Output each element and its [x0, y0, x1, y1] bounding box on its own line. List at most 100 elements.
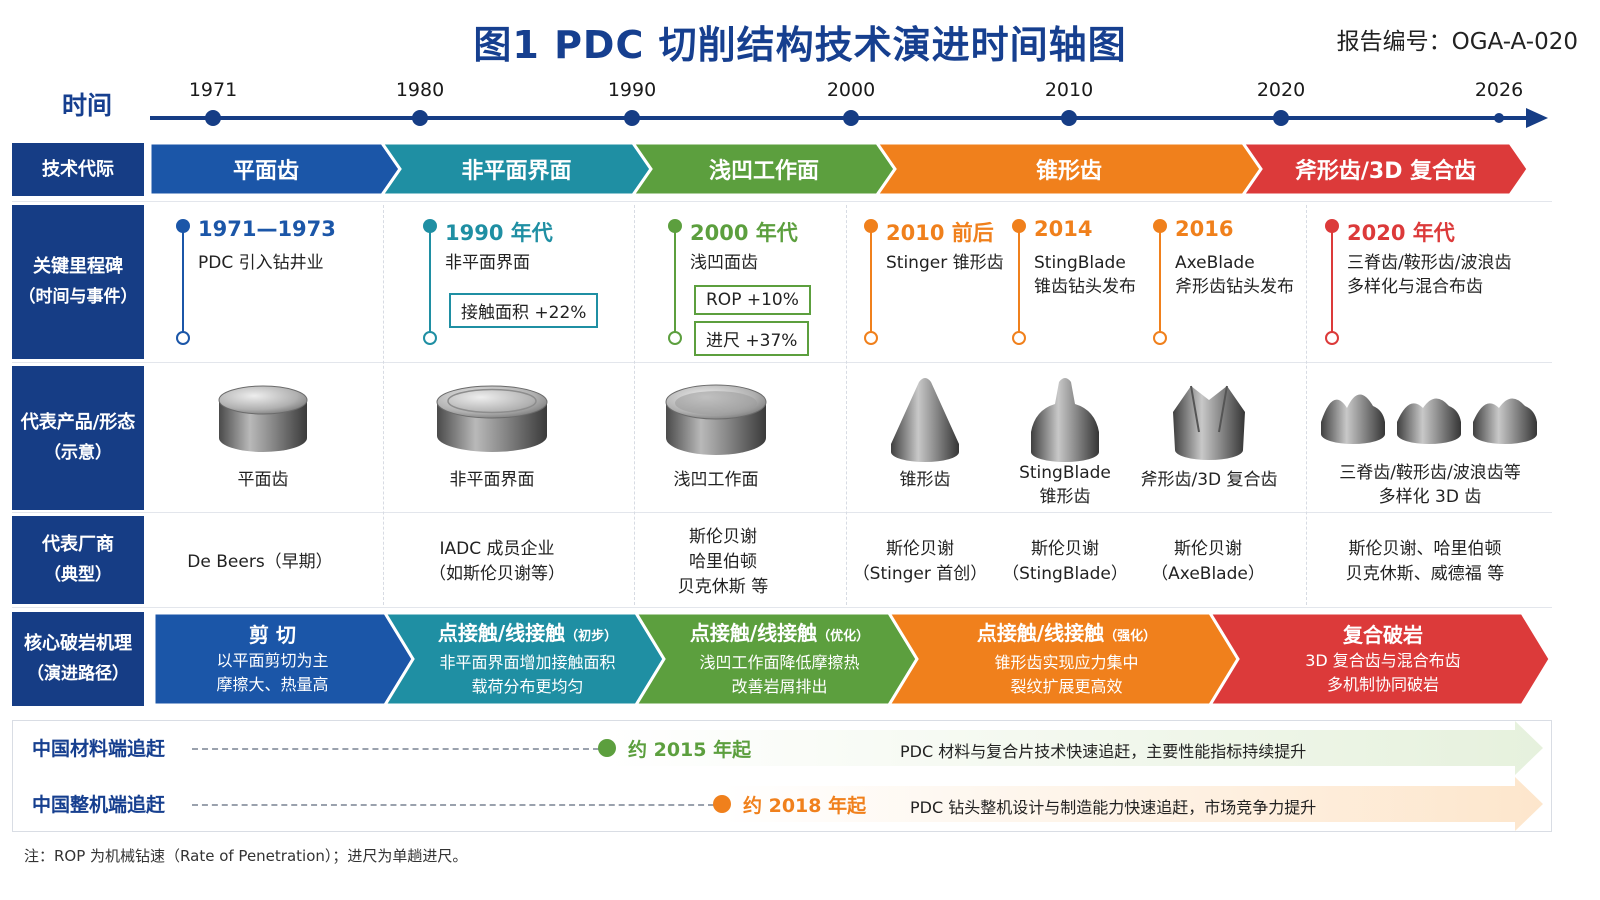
mechanism-title-sub: （初步）	[565, 629, 618, 644]
milestone-end-ring	[1325, 331, 1339, 345]
era-chevrons	[150, 143, 1530, 195]
vendor-text: （Stinger 首创）	[852, 564, 988, 584]
column-separator	[634, 205, 635, 605]
vendor-text: 哈里伯顿	[689, 551, 757, 572]
row-header-milestone-line2: （时间与事件）	[18, 287, 138, 307]
row-separator	[12, 362, 1552, 363]
column-separator	[846, 205, 847, 605]
mechanism-title: 剪 切	[249, 621, 296, 649]
column-separator	[1306, 205, 1307, 605]
catchup-start-label: 约 2015 年起	[628, 739, 752, 761]
timeline-tick	[1273, 110, 1289, 126]
vendor-text: 斯伦贝谢、哈里伯顿	[1348, 539, 1502, 559]
milestone-badge: ROP +10%	[694, 285, 811, 315]
mechanism-stage: 点接触/线接触（强化）锥形齿实现应力集中裂纹扩展更高效	[917, 613, 1216, 705]
milestone-end-ring	[423, 331, 437, 345]
vendor-text: 贝克休斯、威德福 等	[1345, 564, 1505, 584]
timeline-tick	[412, 110, 428, 126]
mechanism-line: 非平面界面增加接触面积	[439, 653, 616, 672]
product-caption: 斧形齿/3D 复合齿	[1140, 470, 1278, 490]
catchup-arrow	[722, 777, 1543, 831]
era-label: 斧形齿/3D 复合齿	[1294, 159, 1477, 184]
milestone-date: 2010 前后	[886, 221, 994, 245]
catchup-start-dot	[598, 739, 616, 757]
cutter-face	[218, 385, 308, 415]
milestone-dot	[668, 219, 682, 233]
catchup-arrow-shape	[607, 721, 1543, 775]
mechanism-title: 点接触/线接触（优化）	[690, 619, 869, 651]
milestone-stem	[674, 225, 676, 335]
row-header-product: 代表产品/形态 （示意）	[12, 366, 144, 510]
mechanism-title: 点接触/线接触（强化）	[977, 619, 1156, 651]
timeline-tick	[624, 110, 640, 126]
row-header-era-text: 技术代际	[42, 158, 114, 180]
mechanism-chevrons	[152, 613, 1550, 705]
milestone-badge: 接触面积 +22%	[449, 293, 599, 328]
row-header-mechanism-line1: 核心破岩机理	[24, 633, 132, 654]
cutter-concave	[675, 391, 757, 415]
timeline-year: 1990	[608, 79, 656, 101]
cutter-illustration-multi-3d-cutters	[1321, 394, 1537, 444]
milestone-text: 三脊齿/鞍形齿/波浪齿	[1347, 253, 1512, 273]
product-caption: 非平面界面	[449, 470, 535, 490]
page-title: 图1 PDC 切削结构技术演进时间轴图	[473, 23, 1127, 67]
milestone-end-ring	[1153, 331, 1167, 345]
era-label: 锥形齿	[1035, 159, 1102, 184]
product-caption: 锥形齿	[1039, 487, 1091, 507]
mechanism-line: 裂纹扩展更高效	[1010, 677, 1123, 696]
milestone-end-ring	[1012, 331, 1026, 345]
catchup-arrow-shape	[722, 777, 1543, 831]
milestone-date: 2014	[1034, 217, 1093, 241]
mechanism-chevron	[887, 613, 1240, 705]
era-chevron	[631, 143, 897, 195]
milestone-text: 多样化与混合布齿	[1347, 277, 1483, 297]
axe-cutter-edge	[1190, 385, 1228, 433]
row-header-vendor: 代表厂商 （典型）	[12, 516, 144, 604]
mechanism-line: 浅凹工作面降低摩擦热	[699, 653, 860, 672]
era-label: 浅凹工作面	[708, 159, 819, 184]
mechanism-chevron	[383, 613, 666, 705]
cone-cutter	[891, 378, 959, 462]
catchup-start-label: 约 2018 年起	[743, 795, 867, 817]
vendor-text: 斯伦贝谢	[1031, 539, 1099, 559]
era-chevron	[1241, 143, 1530, 195]
row-header-mechanism: 核心破岩机理 （演进路径）	[12, 612, 144, 706]
catchup-label: 中国整机端追赶	[32, 794, 166, 816]
catchup-description: PDC 钻头整机设计与制造能力快速追赶，市场竞争力提升	[910, 798, 1317, 817]
timeline-tick	[205, 110, 221, 126]
milestone-text: 浅凹面齿	[690, 253, 758, 273]
timeline-year: 1980	[396, 79, 444, 101]
cutter-dome-ring	[447, 388, 537, 414]
product-caption: StingBlade	[1019, 463, 1111, 483]
multi-3d-cutter	[1397, 398, 1461, 444]
mechanism-title-text: 复合破岩	[1343, 623, 1423, 647]
row-header-era: 技术代际	[12, 143, 144, 196]
vendor-text: 斯伦贝谢	[886, 539, 954, 559]
mechanism-stage: 点接触/线接触（初步）非平面界面增加接触面积载荷分布更均匀	[413, 613, 642, 705]
column-separator	[383, 205, 384, 605]
row-header-product-line1: 代表产品/形态	[20, 412, 136, 433]
timeline-year: 2000	[827, 79, 875, 101]
mechanism-band: 剪 切以平面剪切为主摩擦大、热量高点接触/线接触（初步）非平面界面增加接触面积载…	[150, 613, 1550, 705]
mechanism-title-text: 点接触/线接触	[437, 621, 566, 645]
stingblade-cutter-shape	[1031, 378, 1099, 462]
catchup-dashed-line	[192, 804, 714, 806]
milestone-text: AxeBlade	[1175, 253, 1255, 273]
milestone-dot	[423, 219, 437, 233]
mechanism-title: 复合破岩	[1343, 621, 1423, 649]
timeline-label: 时间	[62, 91, 113, 120]
china-catchup-panel	[12, 720, 1552, 832]
milestone-date: 2020 年代	[1347, 221, 1455, 245]
mechanism-title-text: 剪 切	[249, 623, 296, 647]
timeline-tick	[1494, 113, 1504, 123]
row-header-vendor-line1: 代表厂商	[42, 534, 114, 555]
milestone-text: 斧形齿钻头发布	[1175, 277, 1294, 297]
mechanism-chevron	[634, 613, 919, 705]
product-caption: 三脊齿/鞍形齿/波浪齿等	[1339, 463, 1521, 483]
vendor-text: 斯伦贝谢	[689, 526, 757, 547]
timeline-year: 2026	[1475, 79, 1523, 101]
row-separator	[12, 201, 1552, 202]
milestone-stem	[1331, 225, 1333, 335]
